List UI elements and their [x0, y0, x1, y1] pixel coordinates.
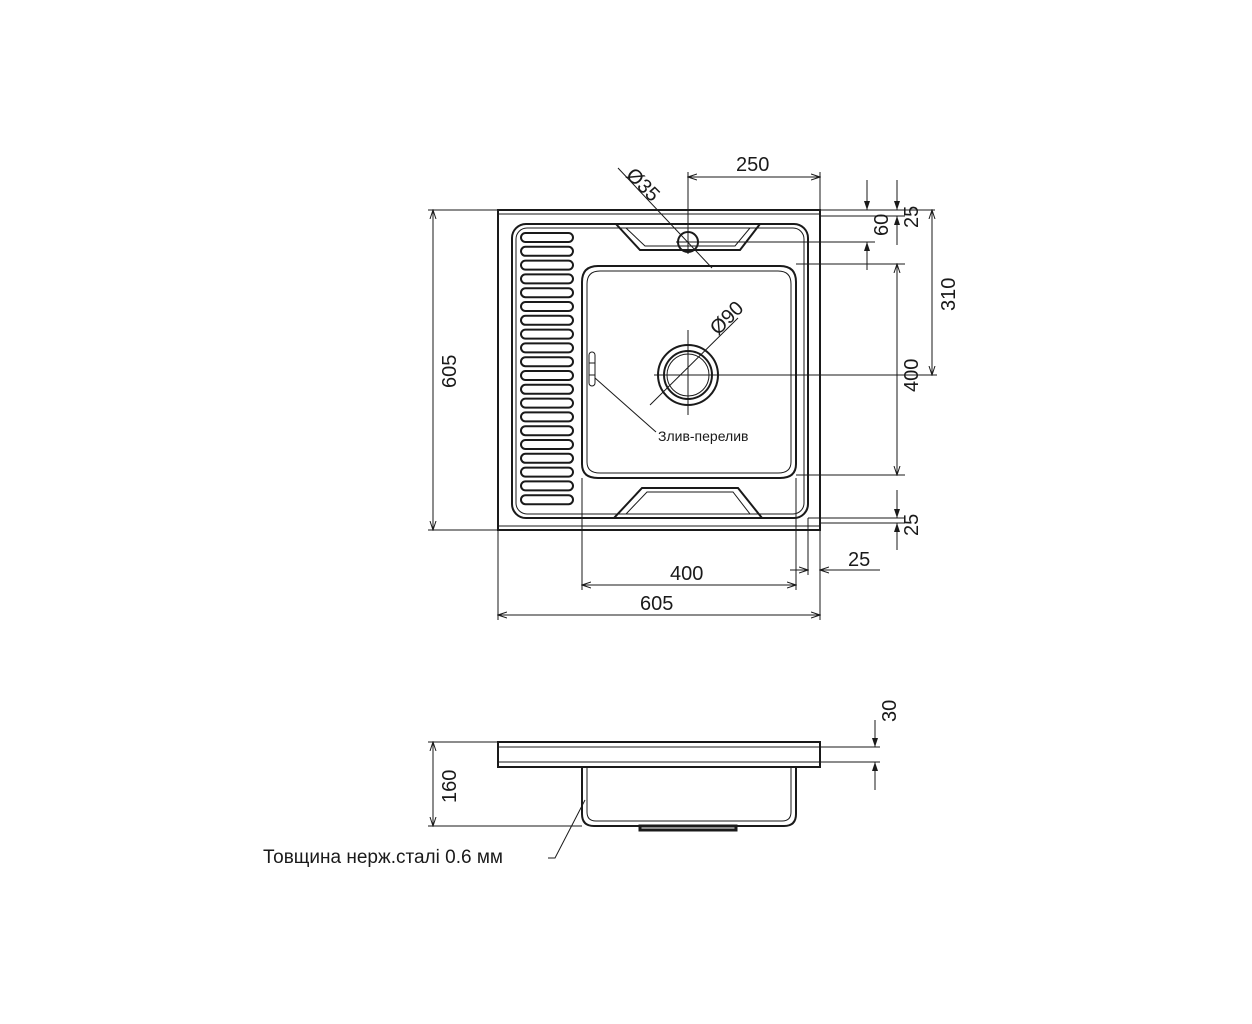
drainboard-groove — [520, 466, 574, 478]
drainboard-grooves — [520, 232, 574, 506]
drainboard-groove — [520, 494, 574, 506]
drainboard-groove — [520, 452, 574, 464]
drainboard-groove — [520, 259, 574, 271]
drainboard-groove — [520, 273, 574, 285]
overflow-slot — [588, 351, 657, 433]
drainboard-groove — [520, 245, 574, 257]
dim-bowl-width: 400 — [670, 563, 703, 585]
drainboard-groove — [520, 383, 574, 395]
bowl-outline — [581, 265, 797, 479]
drainboard-groove — [520, 370, 574, 381]
drainboard-groove — [520, 411, 574, 423]
overflow-label: Злив-перелив — [658, 428, 748, 444]
dim-310: 310 — [938, 278, 960, 311]
dim-right-margin: 25 — [848, 549, 870, 571]
drainboard-groove — [520, 328, 574, 340]
faucet-deck — [613, 223, 763, 251]
drain-hole — [649, 317, 900, 415]
dim-bowl-height: 400 — [901, 359, 923, 392]
drainboard-groove — [520, 397, 574, 409]
drainboard-groove — [520, 356, 574, 368]
drainboard-groove — [520, 439, 574, 450]
drainboard-groove — [520, 314, 574, 326]
side-rim — [497, 741, 821, 768]
thickness-note: Товщина нерж.сталі 0.6 мм — [263, 847, 503, 868]
dim-drain: Ø90 — [706, 297, 748, 339]
dim-tap-hole: Ø35 — [621, 164, 663, 206]
bottom-deck — [611, 487, 765, 519]
dim-top-60: 60 — [871, 214, 893, 236]
dim-rim: 30 — [879, 700, 901, 722]
side-drain — [638, 824, 738, 832]
drainboard-groove — [520, 480, 574, 492]
dim-width-total: 605 — [640, 593, 673, 615]
dim-tap-offset: 250 — [736, 154, 769, 176]
drainboard-groove — [520, 232, 574, 243]
drainboard-groove — [520, 425, 574, 437]
dim-top-25: 25 — [901, 206, 923, 228]
side-view: 160 30 Товщина нерж.сталі 0.6 мм — [263, 700, 901, 868]
dim-bottom-25: 25 — [901, 514, 923, 536]
side-bowl — [581, 767, 797, 827]
drainboard-groove — [520, 342, 574, 354]
sink-outer-rim — [497, 209, 821, 531]
dim-height-total: 605 — [439, 355, 461, 388]
drainboard-groove — [520, 301, 574, 312]
dim-depth: 160 — [439, 770, 461, 803]
drainboard-groove — [520, 287, 574, 299]
top-view: Злив-перелив 605 400 25 605 250 Ø35 Ø90 — [428, 154, 960, 620]
